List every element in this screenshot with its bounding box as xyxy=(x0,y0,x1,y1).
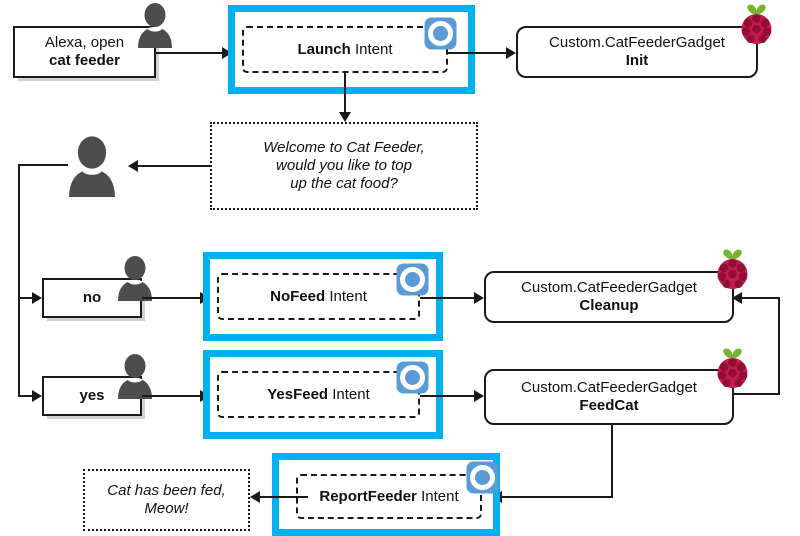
utterance-no-label: no xyxy=(82,289,102,307)
utterance-open-cat-feeder: Alexa, open cat feeder xyxy=(13,26,156,78)
connector-no-to-nofeed xyxy=(142,297,203,299)
gadget-feedcat-line2: FeedCat xyxy=(579,397,639,414)
prompt-welcome: Welcome to Cat Feeder, would you like to… xyxy=(210,122,478,210)
intent-launch-name: Launch xyxy=(297,41,351,58)
utterance-open-line2: cat feeder xyxy=(49,52,120,69)
alexa-icon xyxy=(424,17,457,55)
prompt-welcome-line1: Welcome to Cat Feeder, xyxy=(263,138,425,156)
intent-nofeed-suffix: Intent xyxy=(329,288,367,305)
arrowhead-prompt-fed-in xyxy=(250,491,260,503)
arrowhead-cleanup-loop-in xyxy=(732,292,742,304)
intent-nofeed[interactable]: NoFeed Intent xyxy=(217,273,420,320)
raspberry-pi-icon-cleanup xyxy=(709,246,756,298)
utterance-open-line1: Alexa, open xyxy=(44,34,125,52)
connector-trunk-vertical xyxy=(18,164,20,396)
arrowhead-prompt-in xyxy=(339,112,351,122)
prompt-fed-line1: Cat has been fed, xyxy=(107,481,226,499)
intent-yesfeed-name: YesFeed xyxy=(267,386,329,403)
connector-yes-to-yesfeed xyxy=(142,395,203,397)
connector-launch-to-prompt xyxy=(344,73,346,118)
arrowhead-listener-in xyxy=(128,160,138,172)
gadget-feedcat-line1: Custom.CatFeederGadget xyxy=(521,379,697,396)
gadget-cleanup-line1: Custom.CatFeederGadget xyxy=(521,279,697,296)
connector-utterance-to-launch xyxy=(156,52,224,54)
prompt-fed: Cat has been fed, Meow! xyxy=(83,469,250,531)
alexa-icon-yesfeed xyxy=(396,361,429,399)
person-icon xyxy=(133,2,177,53)
person-icon-yes xyxy=(113,353,157,404)
connector-yesfeed-to-feedcat xyxy=(420,395,482,397)
intent-yesfeed[interactable]: YesFeed Intent xyxy=(217,371,420,418)
gadget-init-line1: Custom.CatFeederGadget xyxy=(549,34,725,51)
arrowhead-no-in xyxy=(32,292,42,304)
gadget-cleanup[interactable]: Custom.CatFeederGadget Cleanup xyxy=(484,271,734,323)
connector-feedcat-up xyxy=(778,297,780,393)
intent-launch[interactable]: Launch Intent xyxy=(242,26,448,73)
connector-trunk-to-yes xyxy=(18,395,40,397)
gadget-feedcat[interactable]: Custom.CatFeederGadget FeedCat xyxy=(484,369,734,425)
intent-reportfeeder-name: ReportFeeder xyxy=(319,488,417,505)
connector-into-cleanup-right xyxy=(736,297,780,299)
prompt-fed-line2: Meow! xyxy=(144,500,189,517)
arrowhead-feedcat-in xyxy=(474,390,484,402)
raspberry-pi-icon-feedcat xyxy=(709,345,756,397)
gadget-init-line2: Init xyxy=(625,52,649,69)
alexa-icon-nofeed xyxy=(396,263,429,301)
connector-trunk-to-no xyxy=(18,297,40,299)
intent-reportfeeder-suffix: Intent xyxy=(421,488,459,505)
connector-nofeed-to-cleanup xyxy=(420,297,482,299)
arrowhead-cleanup-in xyxy=(474,292,484,304)
prompt-welcome-line3: up the cat food? xyxy=(290,175,398,193)
intent-yesfeed-suffix: Intent xyxy=(332,386,370,403)
connector-listener-left xyxy=(18,164,68,166)
connector-launch-to-init xyxy=(448,52,514,54)
arrowhead-init-in xyxy=(506,47,516,59)
intent-nofeed-name: NoFeed xyxy=(270,288,326,305)
connector-reportfeeder-to-prompt-fed xyxy=(258,496,308,498)
intent-launch-suffix: Intent xyxy=(354,41,393,58)
connector-feedcat-down xyxy=(611,425,613,498)
alexa-icon-reportfeeder xyxy=(466,461,499,499)
connector-feedcat-right xyxy=(734,393,780,395)
person-icon-listener xyxy=(62,135,122,202)
intent-reportfeeder[interactable]: ReportFeeder Intent xyxy=(296,474,482,519)
utterance-yes-label: yes xyxy=(79,387,105,405)
connector-to-reportfeeder xyxy=(500,496,613,498)
prompt-welcome-line2: would you like to top xyxy=(276,156,412,174)
raspberry-pi-icon xyxy=(733,1,780,53)
person-icon-no xyxy=(113,255,157,306)
connector-prompt-to-listener xyxy=(130,165,210,167)
arrowhead-launch-in xyxy=(222,47,232,59)
gadget-init[interactable]: Custom.CatFeederGadget Init xyxy=(516,26,758,78)
gadget-cleanup-line2: Cleanup xyxy=(579,297,639,314)
arrowhead-yes-in xyxy=(32,390,42,402)
